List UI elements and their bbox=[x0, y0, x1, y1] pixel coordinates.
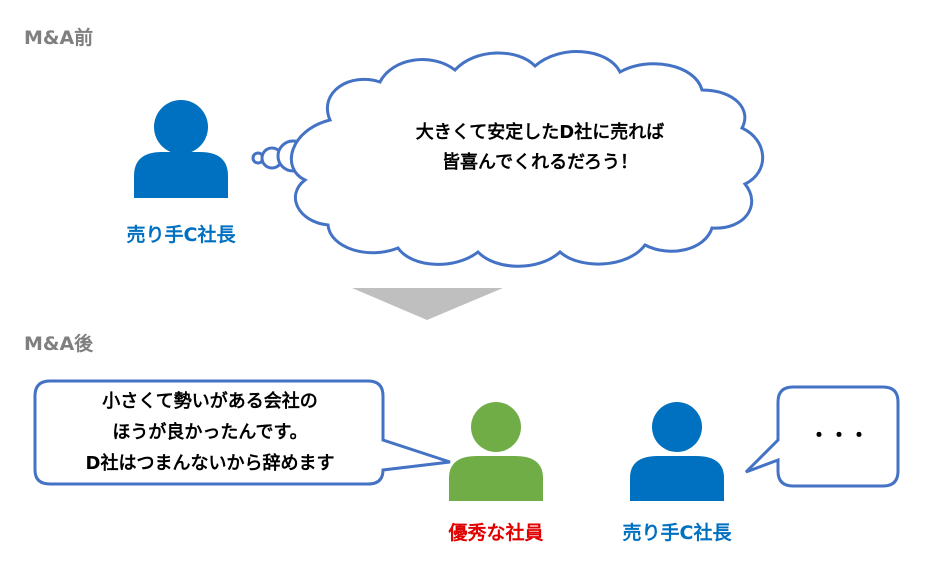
employee-label: 優秀な社員 bbox=[448, 522, 544, 544]
thought-text: 大きくて安定したD社に売れば 皆喜んでくれるだろう！ bbox=[360, 118, 720, 178]
seller-speech-text: ・・・ bbox=[809, 423, 869, 447]
employee-speech-line-3: D社はつまんないから辞めます bbox=[85, 453, 335, 474]
seller-label-top: 売り手C社長 bbox=[126, 224, 236, 246]
thought-cloud bbox=[289, 50, 765, 268]
employee-speech-text: 小さくて勢いがある会社の ほうが良かったんです。 D社はつまんないから辞めます bbox=[40, 386, 380, 479]
employee-speech-line-1: 小さくて勢いがある会社の bbox=[102, 391, 318, 412]
thought-line-1: 大きくて安定したD社に売れば bbox=[415, 122, 665, 143]
section-title-before: M&A前 bbox=[24, 27, 94, 49]
section-title-after: M&A後 bbox=[24, 333, 94, 355]
thought-line-2: 皆喜んでくれるだろう！ bbox=[441, 152, 639, 173]
transition-arrow bbox=[352, 288, 503, 320]
employee-person-icon bbox=[449, 402, 543, 501]
employee-speech-line-2: ほうが良かったんです。 bbox=[112, 422, 308, 443]
seller-label-bottom: 売り手C社長 bbox=[622, 522, 732, 544]
employee-speech-bubble bbox=[33, 379, 451, 486]
seller-person-icon-top bbox=[134, 100, 228, 198]
seller-person-icon-bottom bbox=[630, 402, 724, 501]
seller-speech-bubble bbox=[744, 385, 900, 488]
